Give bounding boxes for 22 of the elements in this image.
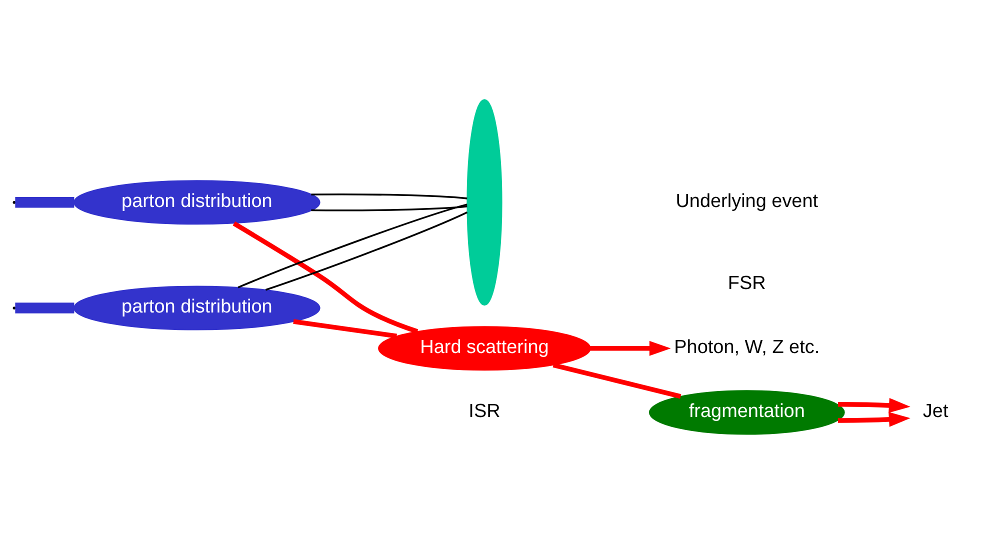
arrow	[838, 411, 910, 426]
connector	[15, 302, 74, 313]
node-ellipse: parton distribution	[74, 180, 320, 224]
connector	[238, 203, 468, 288]
node-text: Jet	[922, 400, 948, 422]
connector	[293, 318, 397, 338]
connector	[232, 220, 418, 334]
connector	[552, 362, 682, 398]
connector	[265, 210, 468, 290]
label: FSR	[728, 272, 766, 294]
node-text: Photon, W, Z etc.	[674, 336, 820, 358]
arrow	[838, 397, 910, 412]
label: ISR	[468, 400, 500, 422]
node-ellipse: parton distribution	[74, 285, 320, 330]
node-ellipse: Hard scattering	[378, 326, 591, 370]
connector	[311, 193, 468, 199]
node-ellipse: fragmentation	[648, 390, 845, 434]
label: Underlying event	[676, 190, 818, 212]
arrow	[590, 340, 671, 356]
connector	[311, 204, 468, 211]
connector	[15, 196, 74, 208]
node-ellipse	[466, 98, 502, 306]
